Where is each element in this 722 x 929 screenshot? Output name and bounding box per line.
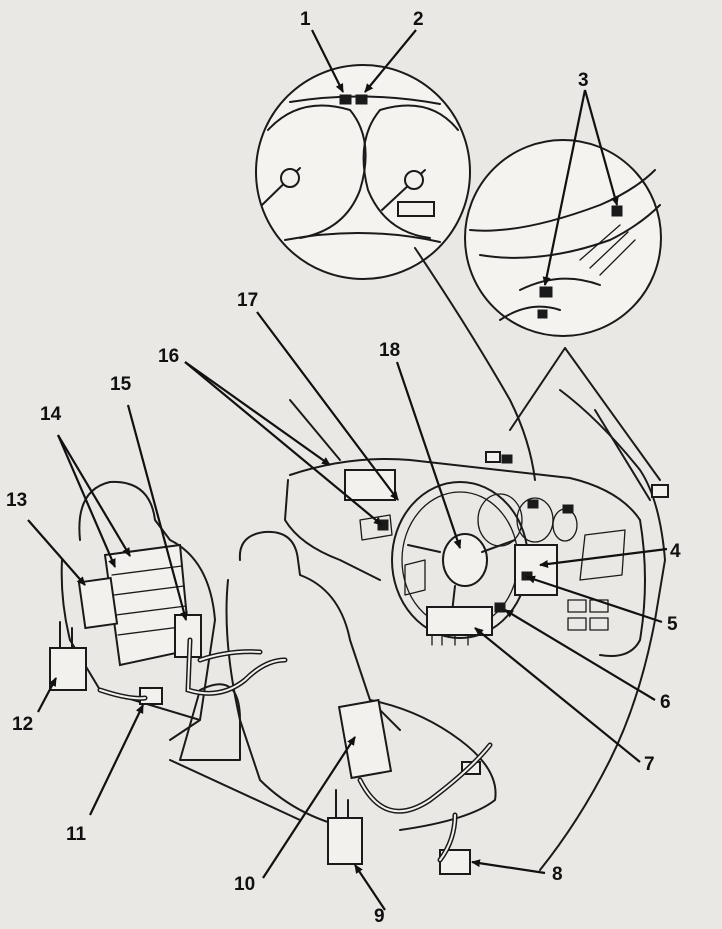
callout-7: 7 [644, 754, 655, 775]
callout-17: 17 [237, 290, 258, 311]
callout-labels: 1 2 3 4 5 6 7 8 9 10 11 12 13 14 15 16 1… [6, 9, 681, 927]
callout-8: 8 [552, 864, 563, 885]
callout-13: 13 [6, 490, 27, 511]
callout-11: 11 [66, 824, 87, 845]
front-seat [169, 530, 497, 875]
rear-seat [49, 480, 241, 761]
callout-1: 1 [300, 9, 311, 30]
callout-4: 4 [670, 541, 681, 562]
callout-12: 12 [12, 714, 33, 735]
callout-6: 6 [660, 692, 671, 713]
passenger-dash-detail [464, 139, 662, 337]
leader-lines [27, 29, 668, 911]
wiring-harness [97, 637, 493, 863]
callout-18: 18 [379, 340, 400, 361]
callout-15: 15 [110, 374, 132, 395]
instrument-cluster-detail [255, 64, 471, 280]
callout-14: 14 [40, 404, 62, 425]
callout-3: 3 [578, 70, 589, 91]
callout-10: 10 [234, 874, 255, 895]
callout-16: 16 [158, 346, 179, 367]
callout-5: 5 [667, 614, 678, 635]
callout-9: 9 [374, 906, 385, 927]
dashboard [284, 389, 669, 871]
callout-2: 2 [413, 9, 424, 30]
